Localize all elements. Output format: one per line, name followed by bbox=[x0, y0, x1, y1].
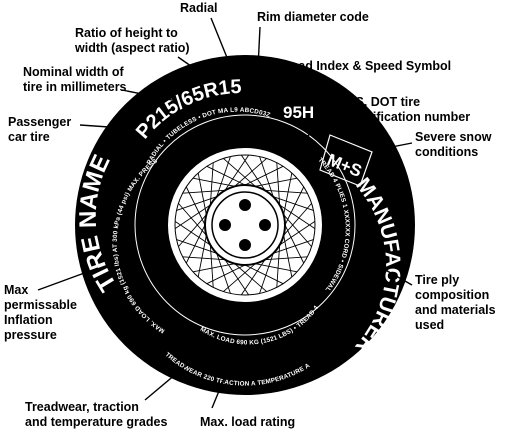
wheel-spoke bbox=[206, 264, 246, 285]
label-dot-1: U.S. DOT tire bbox=[343, 95, 420, 109]
wheel-spoke bbox=[273, 239, 314, 254]
label-passenger-1: Passenger bbox=[8, 115, 71, 129]
lug-nut-bottom bbox=[239, 239, 251, 251]
wheel-spoke bbox=[259, 253, 274, 294]
label-max-pressure-2: permissable bbox=[4, 298, 77, 312]
wheel-spoke bbox=[234, 263, 267, 292]
lug-nut-top bbox=[239, 199, 251, 211]
label-tire-ply-2: composition bbox=[415, 288, 489, 302]
wheel-spoke bbox=[197, 172, 207, 215]
wheel-spoke bbox=[284, 224, 305, 264]
label-nominal-width-2: tire in millimeters bbox=[23, 80, 127, 94]
wheel-spoke bbox=[223, 263, 256, 292]
wheel-spoke bbox=[264, 256, 308, 261]
wheel-spoke bbox=[244, 264, 284, 285]
label-severe-snow-2: conditions bbox=[415, 145, 478, 159]
wheel-spoke bbox=[206, 165, 246, 186]
wheel-rim-inner bbox=[174, 154, 316, 296]
wheel-spoke bbox=[224, 259, 250, 296]
load-speed-text: 95H bbox=[283, 103, 314, 122]
wheel-spoke bbox=[279, 204, 316, 230]
wheel-spoke bbox=[178, 214, 207, 247]
lug-nut-right bbox=[259, 219, 271, 231]
label-tire-ply-3: and materials bbox=[415, 303, 496, 317]
wheel-spoke bbox=[273, 196, 314, 211]
wheel-spoke bbox=[209, 162, 214, 206]
label-max-pressure-1: Max bbox=[4, 283, 28, 297]
wheel-spoke bbox=[224, 154, 250, 191]
wheel-spoke bbox=[259, 156, 274, 197]
wheel-spoke bbox=[240, 154, 266, 191]
wheel-spoke bbox=[182, 189, 226, 194]
wheel-spoke bbox=[255, 177, 298, 187]
wheel-spoke bbox=[209, 244, 214, 288]
label-dot-2: identification number bbox=[343, 110, 470, 124]
wheel-spoke bbox=[276, 244, 281, 288]
wheel-spoke bbox=[240, 259, 266, 296]
wheel-spoke bbox=[284, 186, 305, 226]
wheel-spoke bbox=[216, 253, 231, 294]
wheel-spoke bbox=[178, 203, 207, 236]
wheel-spokes bbox=[174, 154, 316, 296]
wheel-spoke bbox=[182, 256, 226, 261]
wheel-spoke bbox=[176, 239, 217, 254]
label-load-index: Load Index & Speed Symbol bbox=[283, 59, 451, 73]
label-radial: Radial bbox=[180, 1, 218, 15]
lug-nut-left bbox=[219, 219, 231, 231]
wheel-spoke bbox=[192, 263, 235, 273]
wheel-spoke bbox=[283, 203, 312, 236]
label-max-load: Max. load rating bbox=[200, 415, 295, 429]
label-treadwear-1: Treadwear, traction bbox=[25, 400, 139, 414]
wheel-spoke bbox=[176, 196, 217, 211]
wheel-spoke bbox=[279, 220, 316, 246]
label-nominal-width-1: Nominal width of bbox=[23, 65, 125, 79]
label-tire-ply-4: used bbox=[415, 318, 444, 332]
wheel-spoke bbox=[276, 162, 281, 206]
wheel-spoke bbox=[223, 158, 256, 187]
label-aspect-ratio-2: width (aspect ratio) bbox=[74, 41, 190, 55]
label-max-pressure-3: Inflation bbox=[4, 313, 53, 327]
label-tire-ply-1: Tire ply bbox=[415, 273, 459, 287]
label-passenger-2: car tire bbox=[8, 130, 50, 144]
wheel-spoke bbox=[174, 204, 211, 230]
wheel-spoke bbox=[197, 235, 207, 278]
wheel-hub bbox=[211, 191, 279, 259]
wheel-spoke bbox=[283, 214, 312, 247]
leader-lines bbox=[37, 17, 413, 409]
wheel-spoke bbox=[185, 186, 206, 226]
wheel-spoke bbox=[234, 158, 267, 187]
wheel-spoke bbox=[283, 172, 293, 215]
wheel-spoke bbox=[192, 177, 235, 187]
wheel-spoke bbox=[185, 224, 206, 264]
label-max-pressure-4: pressure bbox=[4, 328, 57, 342]
wheel-spoke bbox=[174, 220, 211, 246]
label-severe-snow-1: Severe snow bbox=[415, 130, 492, 144]
label-treadwear-2: and temperature grades bbox=[25, 415, 167, 429]
label-aspect-ratio-1: Ratio of height to bbox=[75, 26, 178, 40]
wheel-spoke bbox=[264, 189, 308, 194]
wheel-spoke bbox=[244, 165, 284, 186]
sidewall-ring bbox=[134, 114, 356, 336]
wheel-spoke bbox=[216, 156, 231, 197]
wheel-spoke bbox=[283, 235, 293, 278]
wheel-spoke bbox=[255, 263, 298, 273]
label-rim-diameter: Rim diameter code bbox=[257, 10, 369, 24]
